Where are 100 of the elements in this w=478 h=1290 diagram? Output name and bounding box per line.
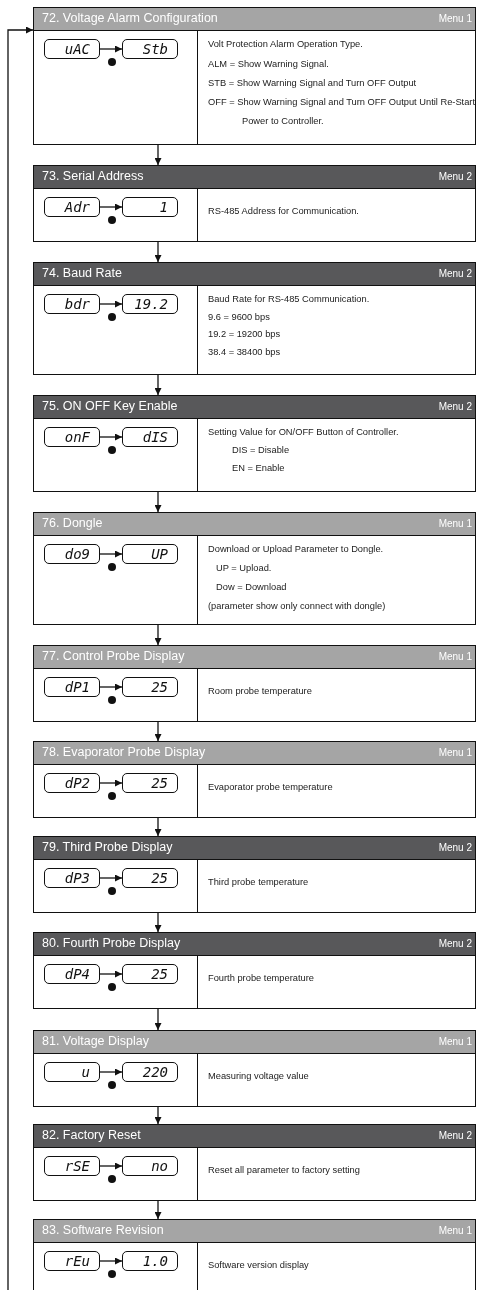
description-text: ALM = Show Warning Signal. [208,57,330,70]
menu-section-card [33,165,476,242]
menu-label: Menu 1 [438,13,472,24]
arrow [154,624,162,646]
menu-section-card [33,836,476,913]
lcd-display: no [122,1156,178,1176]
lcd-display: u [44,1062,100,1082]
description-text: Room probe temperature [208,685,313,697]
description-text: OFF = Show Warning Signal and Turn OFF Output Until Re-Start Power to Controller. [208,95,475,128]
description-text: DIS = Disable [232,444,291,456]
lcd-display: Stb [122,39,178,59]
lcd-display: dIS [122,427,178,447]
menu-section-card [33,262,476,375]
menu-label: Menu 1 [438,1225,472,1236]
lcd-display: uAC [44,39,100,59]
section-title: 74. Baud Rate [42,266,122,280]
description-text: Reset all parameter to factory setting [208,1164,361,1176]
lcd-display: 1 [122,197,178,217]
section-title: 80. Fourth Probe Display [42,936,181,950]
menu-section-card [33,1030,476,1107]
section-title: 72. Voltage Alarm Configuration [42,11,218,25]
section-title: 78. Evaporator Probe Display [42,745,206,759]
arrow [154,1200,162,1220]
description-text: 19.2 = 19200 bps [208,328,282,340]
lcd-display: 25 [122,868,178,888]
arrow [154,721,162,742]
arrow [99,550,123,558]
section-title: 82. Factory Reset [42,1128,141,1142]
lcd-display: 220 [122,1062,178,1082]
arrow [99,433,123,441]
arrow [154,491,162,513]
description-text: Third probe temperature [208,876,310,888]
menu-section-card [33,1219,476,1290]
arrow [154,1106,162,1125]
menu-label: Menu 1 [438,1036,472,1047]
menu-label: Menu 2 [438,938,472,949]
menu-section-card [33,932,476,1009]
section-title: 75. ON OFF Key Enable [42,399,178,413]
menu-label: Menu 2 [438,268,472,279]
lcd-display: dP3 [44,868,100,888]
lcd-display: onF [44,427,100,447]
lcd-display: 19.2 [122,294,178,314]
section-title: 76. Dongle [42,516,103,530]
description-text: (parameter show only connect with dongle) [208,600,387,612]
arrow [7,26,34,1290]
arrow [99,1257,123,1265]
lcd-display: dP2 [44,773,100,793]
section-title: 83. Software Revision [42,1223,164,1237]
lcd-display: do9 [44,544,100,564]
section-title: 77. Control Probe Display [42,649,185,663]
lcd-display: 25 [122,773,178,793]
menu-label: Menu 2 [438,1130,472,1141]
description-text: Setting Value for ON/OFF Button of Controller. [208,426,400,438]
menu-section-card [33,645,476,722]
description-text: Measuring voltage value [208,1070,310,1082]
arrow [99,45,123,53]
menu-section-card [33,741,476,818]
lcd-display: UP [122,544,178,564]
lcd-display: rSE [44,1156,100,1176]
description-text: STB = Show Warning Signal and Turn OFF Output [208,77,418,89]
lcd-display: 25 [122,964,178,984]
description-text: EN = Enable [232,462,286,474]
description-text: 9.6 = 9600 bps [208,310,271,323]
arrow [99,1162,123,1170]
section-title: 79. Third Probe Display [42,840,173,854]
menu-label: Menu 1 [438,747,472,758]
lcd-display: rEu [44,1251,100,1271]
lcd-display: dP1 [44,677,100,697]
menu-label: Menu 1 [438,518,472,529]
arrow [99,970,123,978]
description-text: RS-485 Address for Communication. [208,205,360,217]
lcd-display: Adr [44,197,100,217]
description-text: Download or Upload Parameter to Dongle. [208,543,385,555]
section-title: 81. Voltage Display [42,1034,149,1048]
menu-section-card [33,7,476,145]
description-text: Volt Protection Alarm Operation Type. [208,38,364,50]
arrow [99,203,123,211]
arrow [154,374,162,396]
description-text: 38.4 = 38400 bps [208,345,282,358]
arrow [99,1068,123,1076]
description-text: Dow = Download [216,581,288,593]
menu-section-card [33,395,476,492]
menu-label: Menu 2 [438,171,472,182]
arrow [154,1008,162,1031]
description-text: Baud Rate for RS-485 Communication. [208,293,371,305]
lcd-display: 1.0 [122,1251,178,1271]
arrow [99,779,123,787]
description-text: Software version display [208,1259,310,1271]
arrow [99,300,123,308]
menu-label: Menu 2 [438,401,472,412]
menu-section-card [33,512,476,625]
arrow [99,874,123,882]
arrow [154,817,162,837]
arrow [154,912,162,933]
menu-label: Menu 2 [438,842,472,853]
lcd-display: 25 [122,677,178,697]
lcd-display: dP4 [44,964,100,984]
description-text: Fourth probe temperature [208,972,315,984]
description-text: Evaporator probe temperature [208,781,334,793]
description-text: UP = Upload. [216,562,273,574]
